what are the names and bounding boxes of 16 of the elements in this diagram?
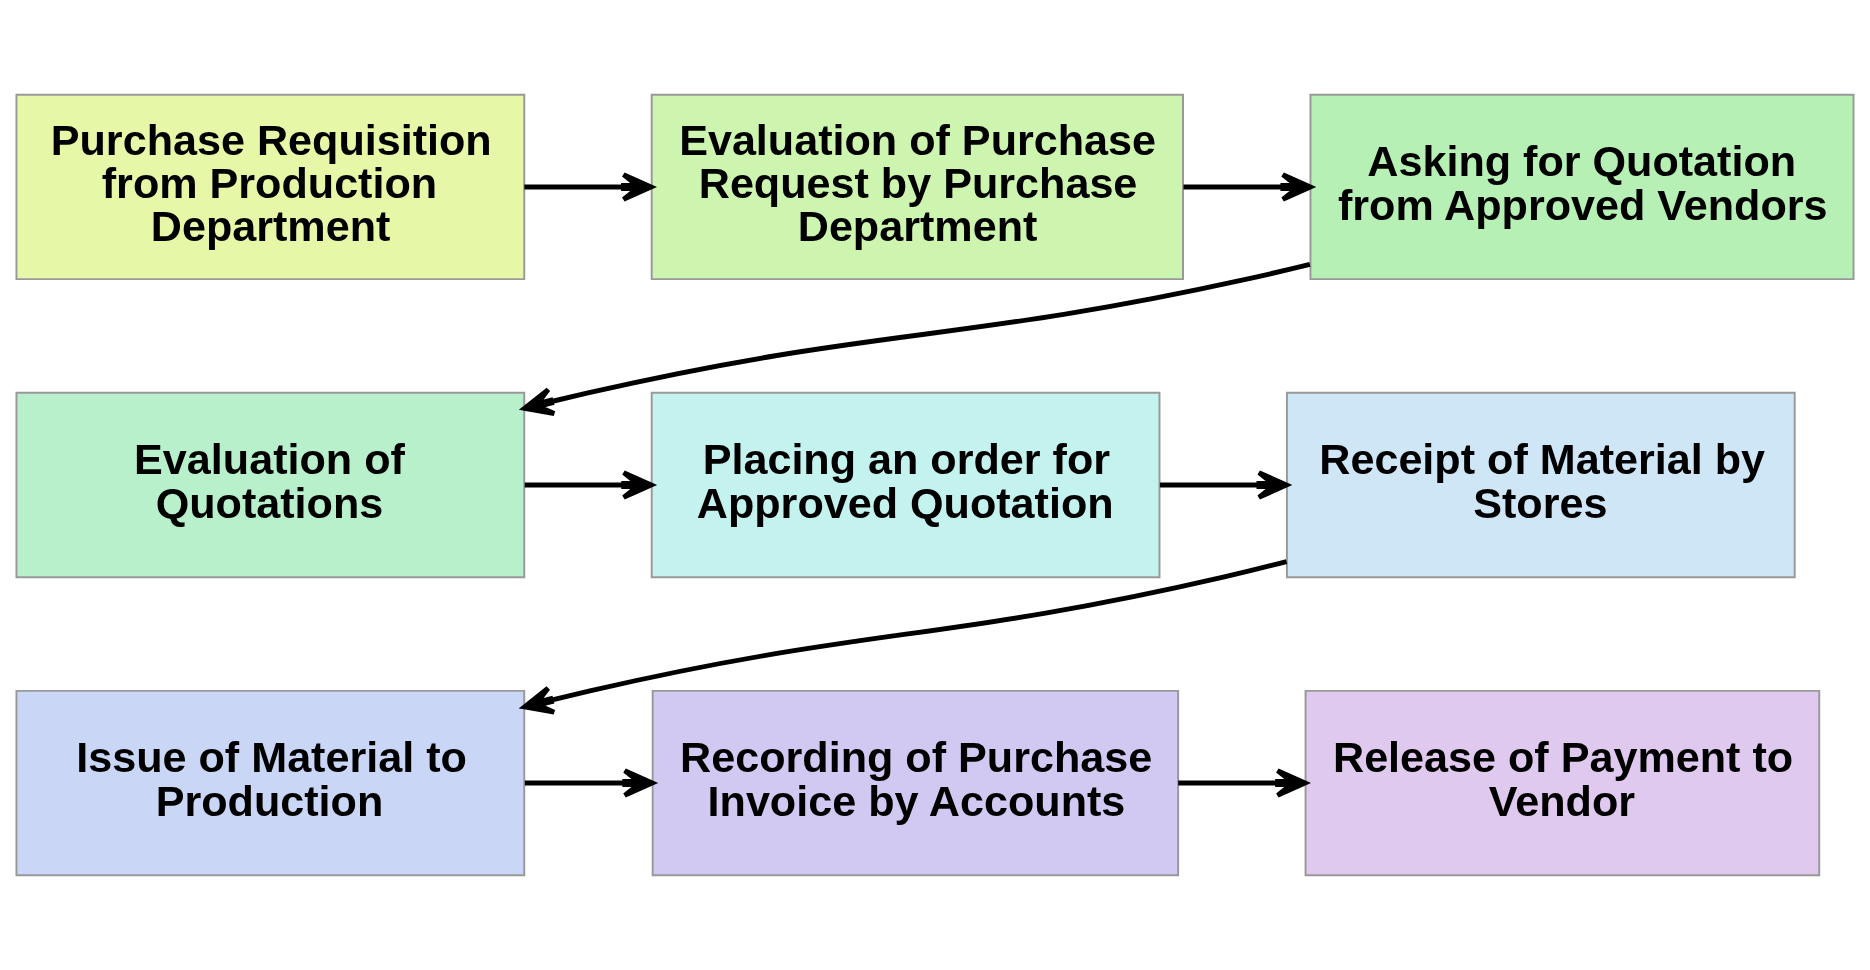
node-box: Purchase Requisition from Production Department <box>15 93 526 281</box>
node-box: Receipt of Material by Stores <box>1285 391 1796 579</box>
node-box: Asking for Quotation from Approved Vendors <box>1309 93 1855 281</box>
node-box: Issue of Material to Production <box>15 689 526 877</box>
arrow <box>524 172 654 202</box>
arrow <box>522 262 1311 416</box>
arrow <box>1178 768 1308 798</box>
node-box: Evaluation of Purchase Request by Purchase Department <box>650 93 1184 281</box>
node-box: Evaluation of Quotations <box>15 391 526 579</box>
node-box: Release of Payment to Vendor <box>1304 689 1821 877</box>
arrow <box>1183 172 1313 202</box>
node-box: Recording of Purchase Invoice by Accounts <box>651 689 1180 877</box>
arrow <box>1159 470 1289 500</box>
arrow <box>524 470 654 500</box>
arrow <box>524 768 655 798</box>
node-box: Placing an order for Approved Quotation <box>650 391 1161 579</box>
